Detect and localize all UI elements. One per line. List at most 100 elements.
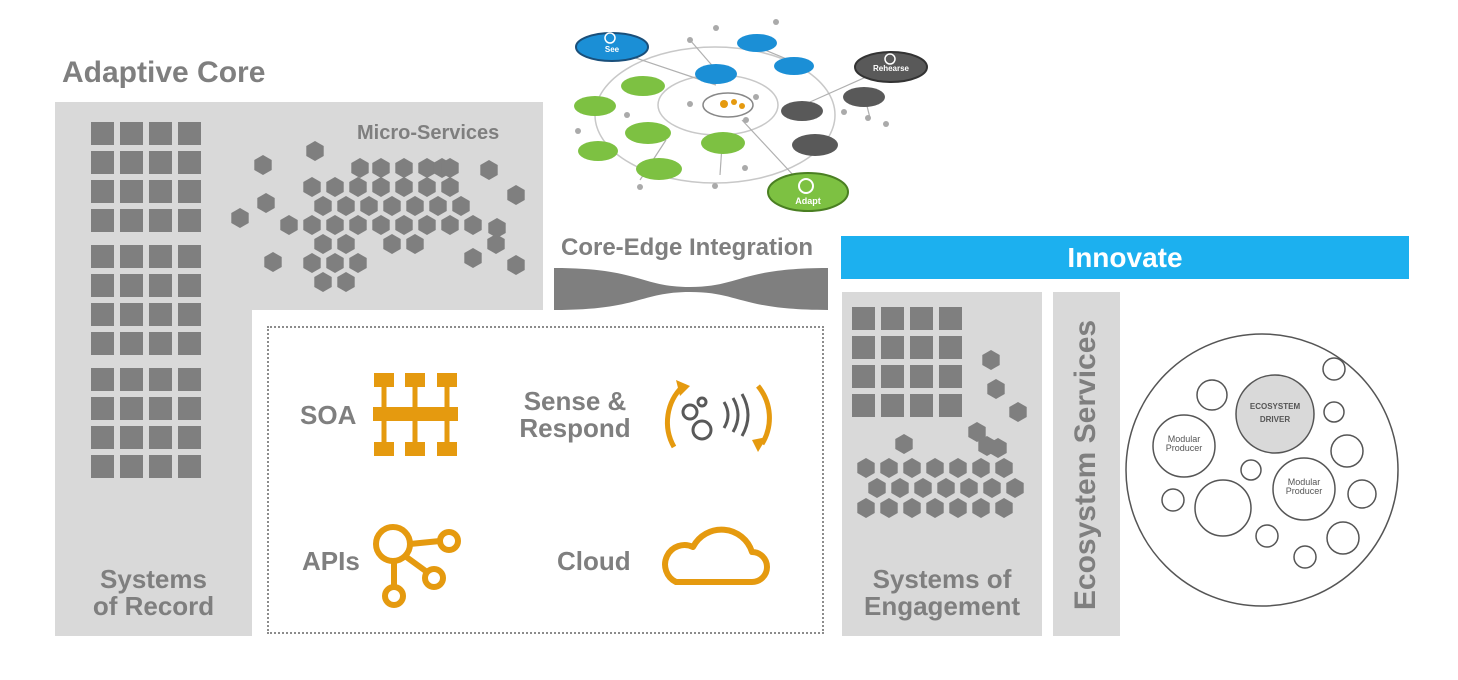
micro-service-hexagon <box>303 177 321 197</box>
micro-service-hexagon <box>231 208 249 228</box>
micro-service-hexagon <box>372 177 390 197</box>
modular-producer-a-line-2: Producer <box>1165 443 1203 454</box>
micro-service-hexagon <box>372 158 390 178</box>
record-block <box>178 332 201 355</box>
engagement-hexagon <box>903 498 921 518</box>
systems-of-engagement-line-2: Engagement <box>863 591 1021 622</box>
record-block <box>91 245 114 268</box>
engagement-hexagon <box>1006 478 1024 498</box>
record-block <box>120 122 143 145</box>
engagement-block <box>881 365 904 388</box>
cloud-label: Cloud <box>557 546 631 576</box>
engagement-block <box>910 336 933 359</box>
engagement-hexagon <box>972 458 990 478</box>
micro-service-hexagon <box>360 196 378 216</box>
record-block <box>178 180 201 203</box>
micro-service-hexagon <box>280 215 298 235</box>
engagement-hexagon <box>987 379 1005 399</box>
ecosystem-services-panel <box>1053 292 1120 636</box>
record-block <box>91 274 114 297</box>
micro-service-hexagon <box>372 215 390 235</box>
engagement-hexagon <box>972 498 990 518</box>
record-block <box>149 245 172 268</box>
apis-label: APIs <box>302 546 360 576</box>
micro-service-hexagon <box>349 253 367 273</box>
record-block <box>149 180 172 203</box>
record-block <box>120 180 143 203</box>
record-block <box>178 368 201 391</box>
ecosystem-driver-line-1: ECOSYSTEM <box>1249 402 1301 411</box>
micro-service-hexagon <box>441 177 459 197</box>
record-block <box>120 332 143 355</box>
micro-service-hexagon <box>452 196 470 216</box>
engagement-hexagon <box>995 498 1013 518</box>
micro-service-hexagon <box>326 177 344 197</box>
systems-of-engagement-label: Systems of Engagement <box>842 565 1042 622</box>
engagement-hexagon <box>960 478 978 498</box>
record-block <box>91 122 114 145</box>
engagement-hexagon <box>995 458 1013 478</box>
micro-service-hexagon <box>429 196 447 216</box>
engagement-hexagon <box>937 478 955 498</box>
modular-producer-b-label: Modular Producer <box>1274 477 1334 497</box>
micro-service-hexagon <box>487 234 505 254</box>
record-block <box>149 426 172 449</box>
micro-service-hexagon <box>395 158 413 178</box>
engagement-hexagon <box>926 458 944 478</box>
micro-service-hexagon <box>480 160 498 180</box>
micro-service-hexagon <box>306 141 324 161</box>
micro-service-hexagon <box>507 185 525 205</box>
record-block <box>149 209 172 232</box>
engagement-block <box>881 307 904 330</box>
engagement-hexagon <box>914 478 932 498</box>
micro-service-hexagon <box>418 177 436 197</box>
engagement-hexagon <box>857 498 875 518</box>
micro-service-hexagon <box>349 215 367 235</box>
cycle-node-rehearse: Rehearse <box>872 64 910 73</box>
micro-service-hexagon <box>337 234 355 254</box>
record-block <box>91 397 114 420</box>
record-block <box>91 209 114 232</box>
micro-service-hexagon <box>488 218 506 238</box>
record-block <box>91 151 114 174</box>
engagement-block <box>852 365 875 388</box>
engagement-block <box>910 307 933 330</box>
soa-label: SOA <box>300 400 357 430</box>
record-block <box>149 455 172 478</box>
innovate-banner <box>841 236 1409 279</box>
record-block <box>120 426 143 449</box>
engagement-block <box>852 394 875 417</box>
micro-service-hexagon <box>395 177 413 197</box>
engagement-hexagon <box>968 422 986 442</box>
micro-service-hexagon <box>418 158 436 178</box>
record-block <box>91 426 114 449</box>
record-block <box>178 303 201 326</box>
modular-producer-b-line-1: Modular <box>1287 477 1321 487</box>
record-block <box>178 209 201 232</box>
record-block <box>91 368 114 391</box>
engagement-hexagon <box>926 498 944 518</box>
micro-service-hexagon <box>337 196 355 216</box>
engagement-hexagon <box>949 498 967 518</box>
micro-service-hexagon <box>351 158 369 178</box>
micro-service-hexagon <box>441 215 459 235</box>
record-block <box>91 180 114 203</box>
micro-service-hexagon <box>349 177 367 197</box>
record-block <box>178 397 201 420</box>
engagement-hexagon <box>857 458 875 478</box>
record-block <box>149 151 172 174</box>
record-block <box>178 122 201 145</box>
micro-service-hexagon <box>395 215 413 235</box>
engagement-block <box>881 336 904 359</box>
innovate-label: Innovate <box>1067 242 1183 273</box>
core-edge-integration-title: Core-Edge Integration <box>561 234 814 261</box>
engagement-block <box>852 307 875 330</box>
sense-respond-label: Sense & Respond <box>510 387 640 443</box>
engagement-block <box>939 394 962 417</box>
record-block <box>120 368 143 391</box>
micro-service-hexagon <box>383 196 401 216</box>
